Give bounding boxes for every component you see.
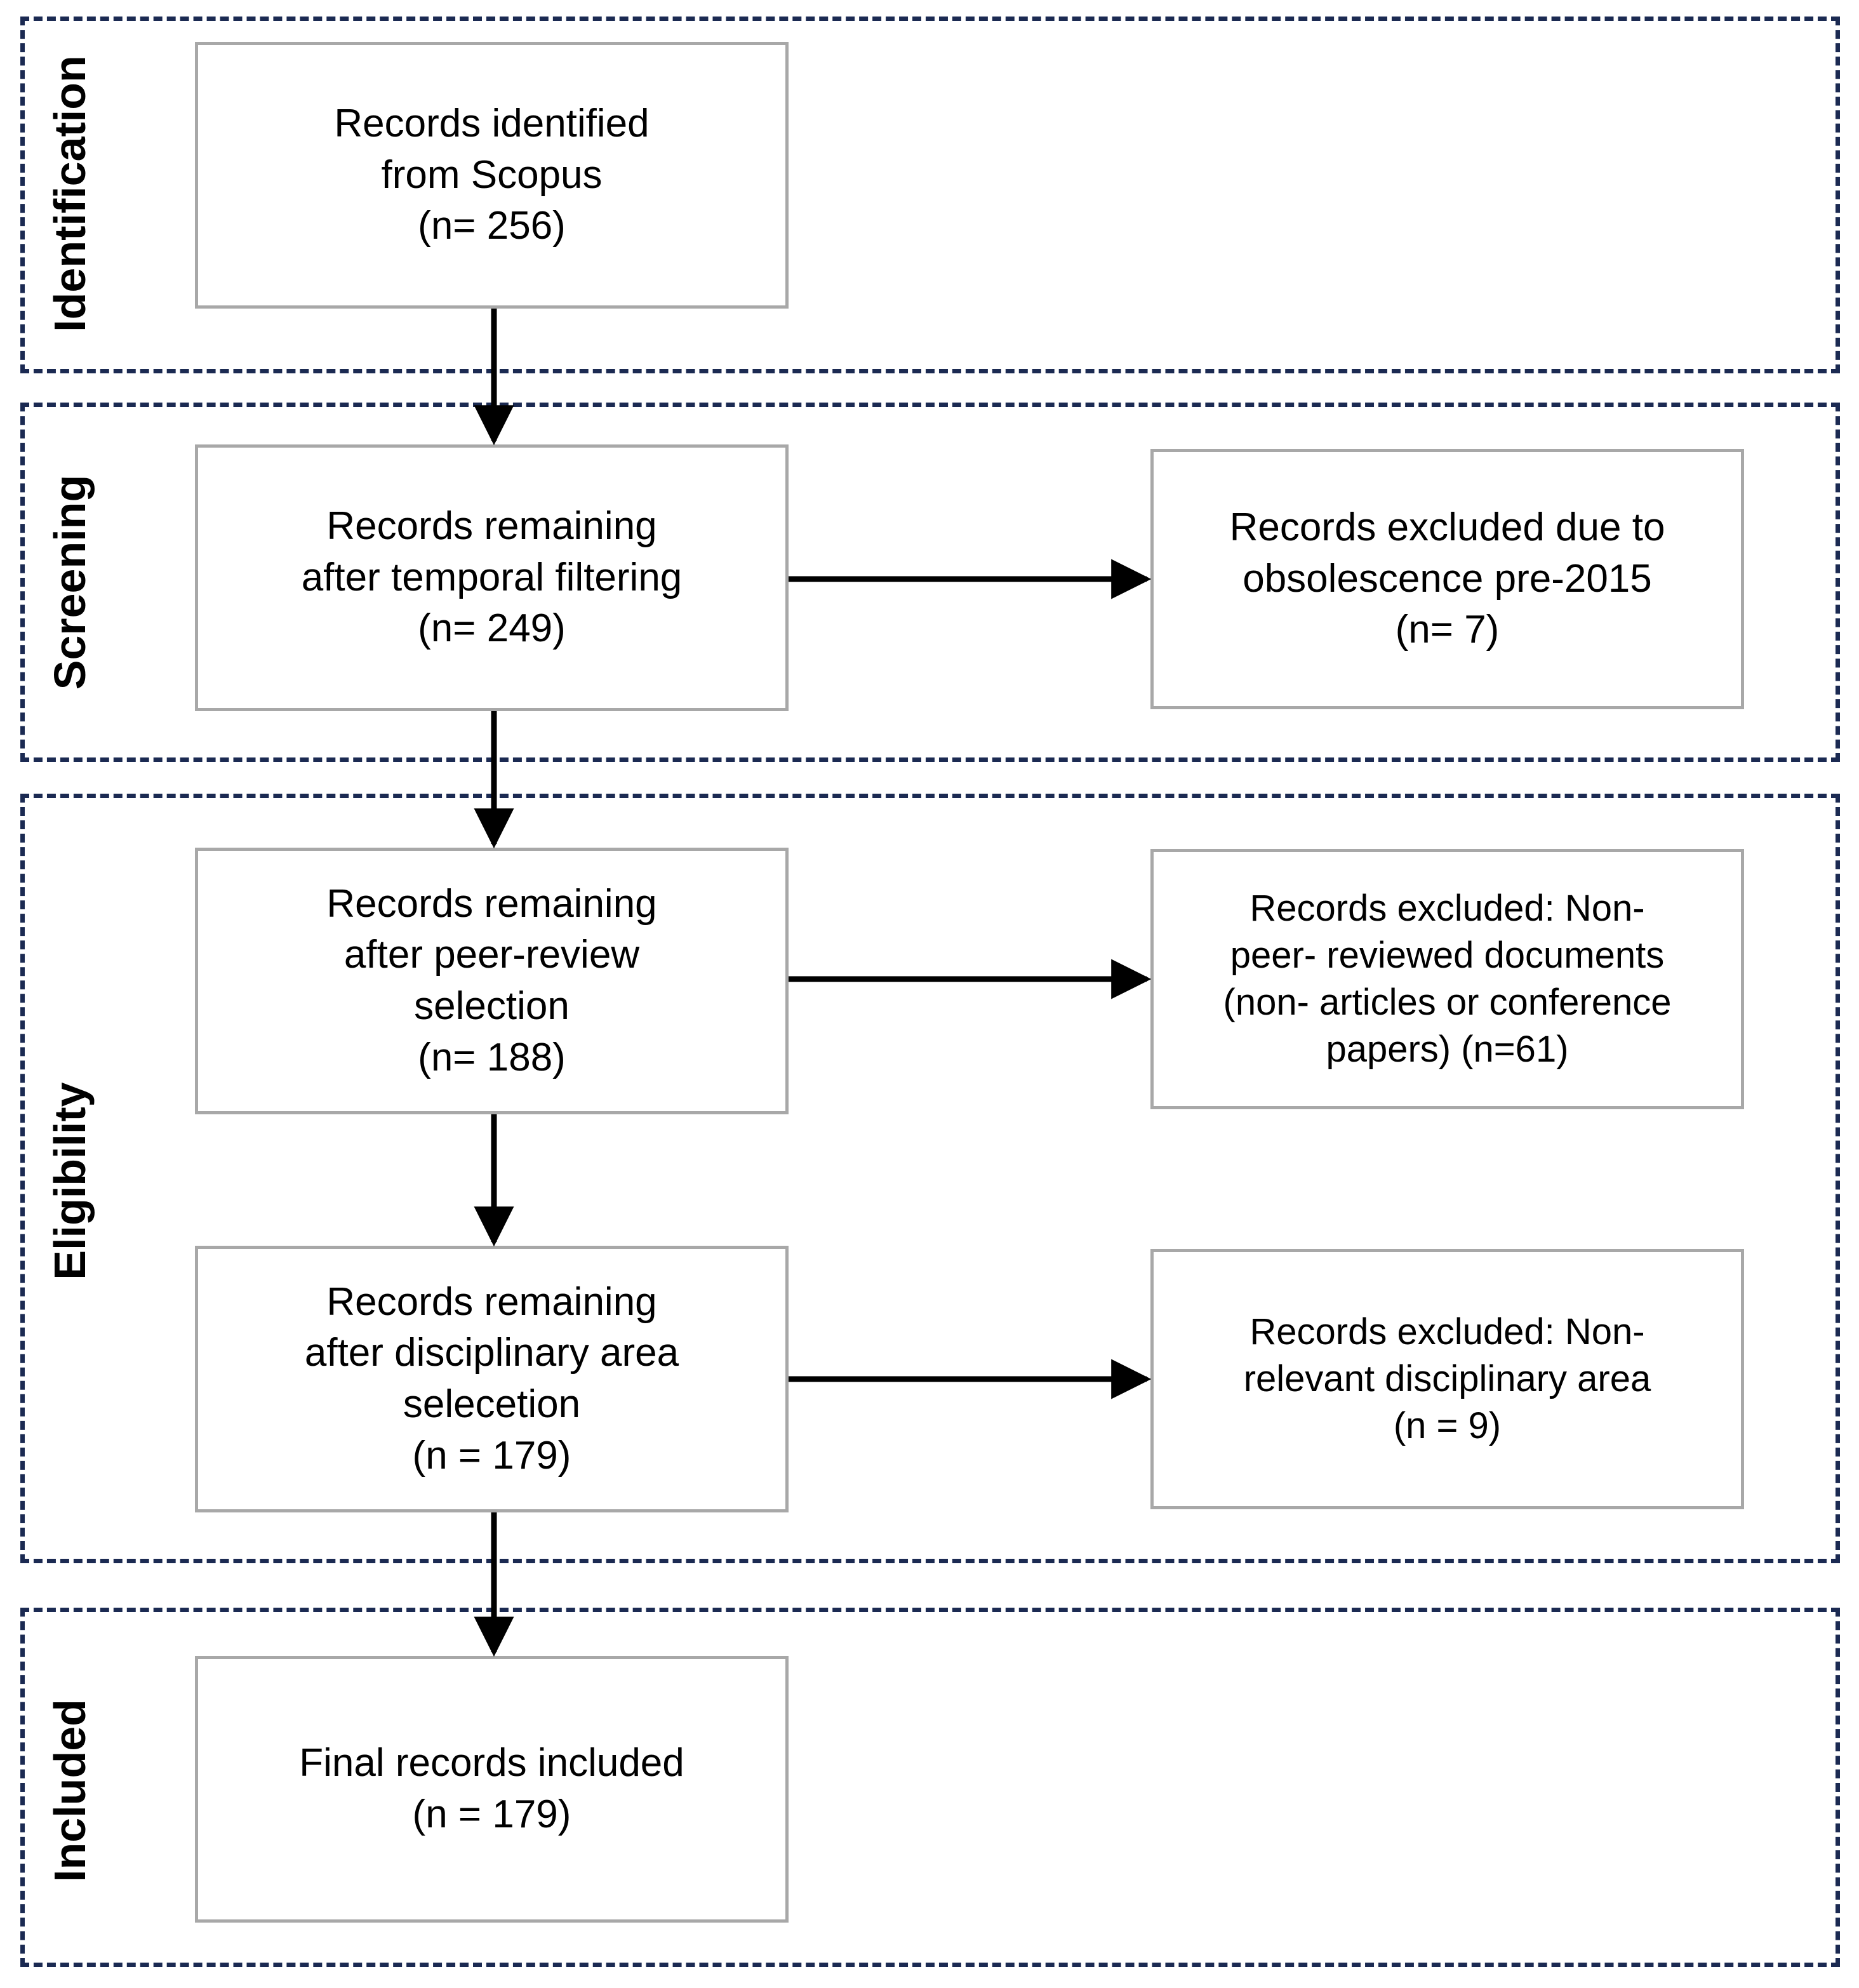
box-excluded-non-relevant-area-text: Records excluded: Non- relevant discipli… <box>1243 1311 1651 1447</box>
box-final-records-included-text: Final records included (n = 179) <box>299 1741 684 1836</box>
box-final-records-included: Final records included (n = 179) <box>195 1656 789 1923</box>
box-records-identified: Records identified from Scopus (n= 256) <box>195 42 789 309</box>
box-excluded-obsolescence: Records excluded due to obsolescence pre… <box>1150 449 1744 709</box>
stage-label-screening: Screening <box>45 474 95 690</box>
box-records-identified-text: Records identified from Scopus (n= 256) <box>334 102 650 248</box>
stage-eligibility <box>20 794 1840 1563</box>
box-after-peer-review-text: Records remaining after peer-review sele… <box>326 881 657 1079</box>
stage-label-identification: Identification <box>45 55 95 332</box>
stage-included <box>20 1608 1840 1967</box>
stage-identification <box>20 17 1840 373</box>
box-excluded-non-peer-reviewed-text: Records excluded: Non- peer- reviewed do… <box>1223 887 1672 1071</box>
box-excluded-non-relevant-area: Records excluded: Non- relevant discipli… <box>1150 1249 1744 1509</box>
box-excluded-non-peer-reviewed: Records excluded: Non- peer- reviewed do… <box>1150 849 1744 1109</box>
box-after-disciplinary-area-text: Records remaining after disciplinary are… <box>304 1279 679 1478</box>
stage-label-included: Included <box>45 1699 95 1882</box>
box-after-temporal-filtering-text: Records remaining after temporal filteri… <box>301 504 683 651</box>
stage-screening <box>20 403 1840 762</box>
box-after-disciplinary-area: Records remaining after disciplinary are… <box>195 1246 789 1512</box>
stage-label-eligibility: Eligibility <box>45 1082 95 1280</box>
box-excluded-obsolescence-text: Records excluded due to obsolescence pre… <box>1229 505 1665 652</box>
box-after-peer-review: Records remaining after peer-review sele… <box>195 848 789 1114</box>
box-after-temporal-filtering: Records remaining after temporal filteri… <box>195 444 789 711</box>
